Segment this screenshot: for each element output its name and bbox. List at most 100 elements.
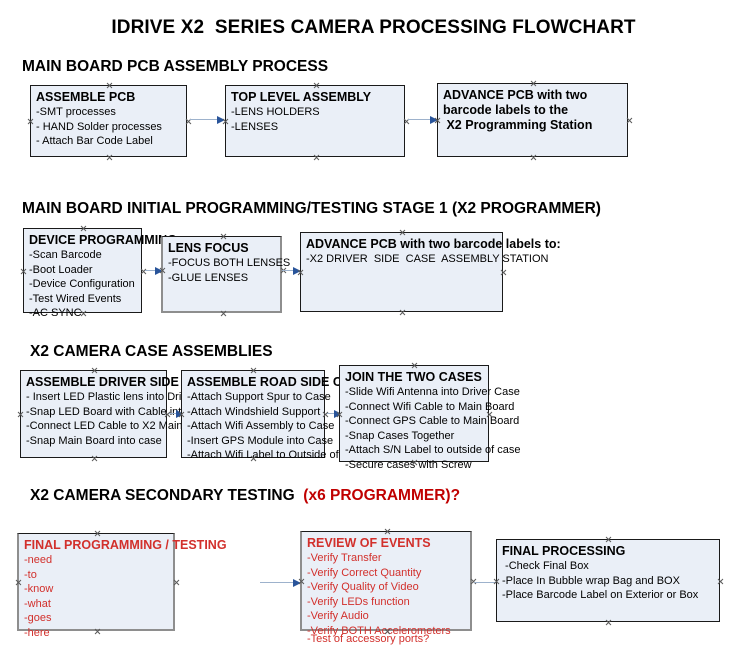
node-line: -Attach Wifi Label to Outside of Case	[187, 449, 368, 461]
section-heading-2-text: MAIN BOARD INITIAL PROGRAMMING/TESTING S…	[22, 200, 601, 217]
connector-shaft	[408, 119, 437, 121]
node-line: -know	[24, 583, 54, 595]
node-line: -goes	[24, 612, 52, 624]
resize-handle-right[interactable]	[626, 117, 633, 124]
node-assemble-pcb[interactable]: ASSEMBLE PCB -SMT processes - HAND Solde…	[30, 85, 187, 157]
resize-handle-left[interactable]	[297, 269, 304, 276]
node-line: - Insert LED Plastic lens into Driver Ca…	[26, 391, 226, 403]
node-line: -Verify BOTH Accelerometers	[307, 624, 451, 637]
arrowhead-icon	[217, 115, 225, 124]
resize-handle-right[interactable]	[470, 578, 477, 585]
node-title: REVIEW OF EVENTS	[307, 536, 431, 550]
resize-handle-right[interactable]	[500, 269, 507, 276]
resize-handle-right[interactable]	[140, 268, 147, 275]
node-body: FINAL PROCESSING -Check Final Box -Place…	[497, 540, 719, 603]
node-line: -Scan Barcode	[29, 249, 102, 261]
node-title: ADVANCE PCB with two	[443, 88, 588, 102]
section-heading-1-text: MAIN BOARD PCB ASSEMBLY PROCESS	[22, 58, 329, 75]
resize-handle-right[interactable]	[173, 579, 180, 586]
node-line: -Secure cases with Screw	[345, 458, 472, 471]
node-line: -Connect Wifi Cable to Main Board	[345, 400, 515, 413]
connector-arrow	[145, 266, 163, 275]
node-line: -here	[24, 626, 50, 639]
resize-handle-bottom[interactable]	[91, 455, 98, 462]
connector-arrow	[408, 115, 438, 124]
resize-handle-bottom[interactable]	[399, 309, 406, 316]
node-title: DEVICE PROGRAMMING	[29, 233, 177, 247]
node-line: -Verify Audio	[307, 610, 369, 622]
node-line: - HAND Solder processes	[36, 120, 162, 133]
node-line: -SMT processes	[36, 106, 116, 118]
node-body: LENS FOCUS -FOCUS BOTH LENSES -GLUE LENS…	[163, 237, 290, 285]
node-join-the-two-cases[interactable]: JOIN THE TWO CASES -Slide Wifi Antenna i…	[339, 365, 521, 471]
resize-handle-bottom[interactable]	[530, 154, 537, 161]
page-title: IDRIVE X2 SERIES CAMERA PROCESSING FLOWC…	[111, 17, 636, 38]
node-title-line3: X2 Programming Station	[443, 118, 593, 132]
resize-handle-bottom[interactable]	[605, 619, 612, 626]
node-line: -Slide Wifi Antenna into Driver Case	[345, 386, 520, 398]
node-line: -Device Configuration	[29, 278, 135, 290]
section-heading-4-text: X2 CAMERA SECONDARY TESTING	[30, 487, 299, 504]
node-title: ASSEMBLE PCB	[36, 90, 136, 104]
resize-handle-bottom[interactable]	[106, 154, 113, 161]
connector-shaft	[190, 119, 224, 121]
node-line: -to	[24, 568, 37, 581]
node-line: -Check Final Box	[502, 560, 589, 572]
node-lens-focus[interactable]: LENS FOCUS -FOCUS BOTH LENSES -GLUE LENS…	[161, 236, 290, 313]
node-advance-pcb-driver-side[interactable]: ADVANCE PCB with two barcode labels to: …	[297, 232, 561, 312]
node-line: -Verify Quality of Video	[307, 581, 419, 593]
node-line: -LENSES	[231, 120, 279, 133]
node-line: -Place In Bubble wrap Bag and BOX	[502, 574, 680, 587]
section-heading-3-text: X2 CAMERA CASE ASSEMBLIES	[30, 343, 273, 360]
node-body: ASSEMBLE DRIVER SIDE CASE - Insert LED P…	[21, 371, 226, 448]
node-line: -Verify Transfer	[307, 552, 382, 564]
node-assemble-road-side-case[interactable]: ASSEMBLE ROAD SIDE CASE -Attach Support …	[181, 370, 368, 461]
node-line: -Boot Loader	[29, 263, 93, 276]
node-title: ASSEMBLE DRIVER SIDE CASE	[26, 375, 218, 389]
resize-handle-right[interactable]	[403, 118, 410, 125]
node-line: -Connect LED Cable to X2 Main Board	[26, 420, 215, 432]
node-body: TOP LEVEL ASSEMBLY -LENS HOLDERS -LENSES	[226, 86, 404, 134]
node-final-processing[interactable]: FINAL PROCESSING -Check Final Box -Place…	[496, 539, 720, 622]
node-line: -Attach S/N Label to outside of case	[345, 444, 521, 456]
node-line: -Snap Main Board into case	[26, 434, 162, 447]
node-line: -AC SYNC	[29, 307, 82, 319]
connector-arrow	[260, 578, 301, 587]
node-line: -Place Barcode Label on Exterior or Box	[502, 589, 699, 601]
section-heading-4: X2 CAMERA SECONDARY TESTING (x6 PROGRAMM…	[30, 487, 460, 505]
resize-handle-right[interactable]	[185, 118, 192, 125]
node-advance-pcb-station[interactable]: ADVANCE PCB with two barcode labels to t…	[437, 83, 628, 157]
connector-shaft	[145, 270, 162, 272]
node-line: -Test Wired Events	[29, 292, 122, 305]
node-device-programming[interactable]: DEVICE PROGRAMMING -Scan Barcode -Boot L…	[23, 228, 177, 319]
node-review-of-events[interactable]: REVIEW OF EVENTS -Verify Transfer -Verif…	[300, 531, 472, 645]
node-title-line2: barcode labels to the	[443, 103, 569, 117]
node-title: FINAL PROCESSING	[502, 544, 626, 558]
connector-shaft	[260, 582, 300, 584]
connector-shaft	[282, 270, 300, 272]
node-line: -what	[24, 597, 51, 610]
node-body: ASSEMBLE PCB -SMT processes - HAND Solde…	[31, 86, 186, 149]
node-body: REVIEW OF EVENTS -Verify Transfer -Verif…	[302, 532, 470, 638]
section-heading-4-accent: (x6 PROGRAMMER)?	[299, 487, 461, 504]
node-body: ADVANCE PCB with two barcode labels to: …	[301, 233, 561, 267]
node-line: -Attach Support Spur to Case	[187, 391, 331, 403]
node-line: - Attach Bar Code Label	[36, 135, 153, 147]
node-assemble-driver-side-case[interactable]: ASSEMBLE DRIVER SIDE CASE - Insert LED P…	[20, 370, 226, 458]
resize-handle-bottom[interactable]	[220, 310, 227, 317]
section-heading-1: MAIN BOARD PCB ASSEMBLY PROCESS	[22, 58, 328, 76]
node-body: ADVANCE PCB with two barcode labels to t…	[438, 84, 627, 133]
node-line: -LENS HOLDERS	[231, 106, 320, 118]
node-title: ADVANCE PCB with two barcode labels to:	[306, 237, 561, 251]
connector-arrow	[190, 115, 225, 124]
node-line: -X2 DRIVER SIDE CASE ASSEMBLY STATION	[306, 253, 549, 265]
node-line: -Connect GPS Cable to Main Board	[345, 415, 520, 427]
resize-handle-bottom[interactable]	[313, 154, 320, 161]
node-final-programming-testing[interactable]: FINAL PROGRAMMING / TESTING -need -to -k…	[17, 533, 227, 639]
node-body: FINAL PROGRAMMING / TESTING -need -to -k…	[19, 534, 227, 640]
node-top-level-assembly[interactable]: TOP LEVEL ASSEMBLY -LENS HOLDERS -LENSES	[225, 85, 405, 157]
node-overflow-line: -Test of accessory ports?	[307, 633, 430, 645]
node-title: ASSEMBLE ROAD SIDE CASE	[187, 375, 368, 389]
node-line: -GLUE LENSES	[168, 271, 249, 284]
